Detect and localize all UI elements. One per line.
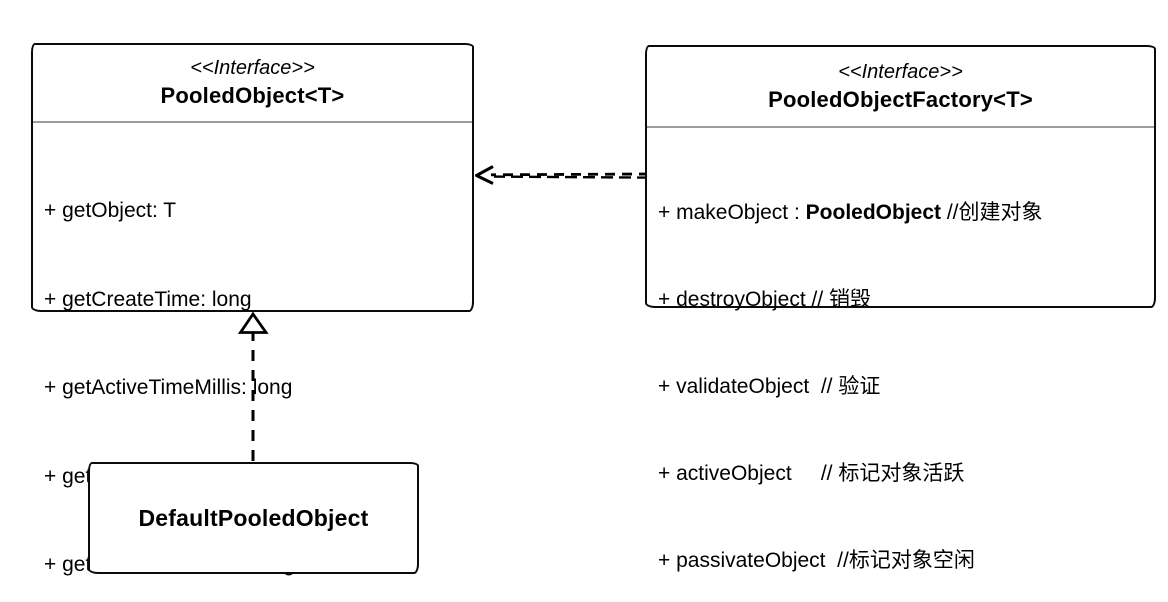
class-box-pooled-object-factory: <<Interface>> PooledObjectFactory<T> + m… (645, 45, 1156, 572)
class-name: PooledObjectFactory<T> (768, 87, 1033, 112)
class-name: DefaultPooledObject (138, 505, 369, 531)
method-destroy-object: + destroyObject // 销毁 (658, 285, 1146, 314)
class-header: <<Interface>> PooledObject<T> (33, 45, 472, 123)
method-active-object: + activeObject // 标记对象活跃 (658, 459, 1146, 488)
open-arrowhead-icon (475, 165, 494, 185)
method-passivate-object: + passivateObject //标记对象空闲 (658, 546, 1146, 575)
stereotype-label: <<Interface>> (190, 57, 315, 79)
methods-compartment: + makeObject : PooledObject //创建对象 + des… (647, 128, 1154, 602)
method-get-active-time-millis: + getActiveTimeMillis: long (44, 376, 293, 399)
method-get-object: + getObject: T (44, 199, 177, 222)
method-text: + destroyObject // 销毁 (658, 288, 871, 311)
method-validate-object: + validateObject // 验证 (658, 372, 1146, 401)
method-make-object: + makeObject : PooledObject //创建对象 (658, 198, 1146, 227)
method-comment: //创建对象 (941, 201, 1043, 224)
method-text: + makeObject : (658, 201, 806, 224)
method-text: + passivateObject //标记对象空闲 (658, 549, 975, 572)
class-box-pooled-object: <<Interface>> PooledObject<T> + getObjec… (31, 43, 474, 576)
class-header: <<Interface>> PooledObjectFactory<T> (647, 47, 1154, 128)
method-text: + activeObject // 标记对象活跃 (658, 462, 965, 485)
method-text: + validateObject // 验证 (658, 375, 881, 398)
dependency-arrow (475, 165, 650, 185)
method-return-type: PooledObject (805, 201, 942, 224)
class-name: PooledObject<T> (160, 83, 345, 108)
method-get-create-time: + getCreateTime: long (44, 287, 252, 311)
class-box-default-pooled-object: DefaultPooledObject (88, 462, 419, 574)
stereotype-label: <<Interface>> (838, 61, 963, 83)
